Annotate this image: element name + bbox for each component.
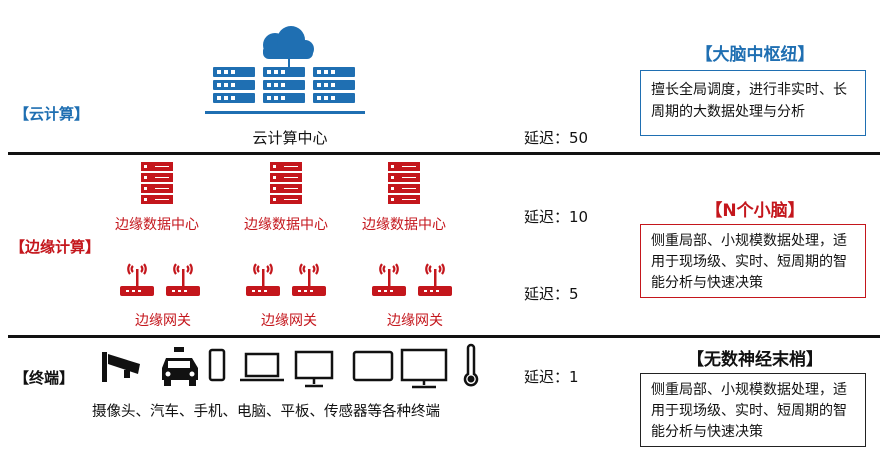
- tablet-icon: [352, 350, 394, 382]
- tier-divider-cloud-edge: [8, 152, 880, 155]
- edge-box-title: 【N个小脑】: [705, 201, 805, 221]
- edge-datacenter-label-2: 边缘数据中心: [244, 217, 328, 233]
- cloud-tier-label: 【云计算】: [14, 105, 90, 123]
- server-rack-icon: [388, 162, 420, 204]
- terminal-tier-label: 【终端】: [14, 369, 75, 387]
- cloud-datacenter-icon: [205, 26, 365, 114]
- edge-gateway-latency: 延迟：5: [524, 285, 579, 303]
- edge-datacenter-latency: 延迟：10: [524, 208, 589, 226]
- terminal-latency: 延迟：1: [524, 368, 579, 386]
- terminal-devices-label: 摄像头、汽车、手机、电脑、平板、传感器等各种终端: [92, 404, 440, 420]
- edge-gateway-label-3: 边缘网关: [387, 313, 443, 329]
- edge-datacenter-label-1: 边缘数据中心: [115, 217, 199, 233]
- edge-datacenter-label-3: 边缘数据中心: [362, 217, 446, 233]
- device-icons: [102, 343, 479, 389]
- desktop-icon: [400, 348, 448, 389]
- edge-description-text: 侧重局部、小规模数据处理，适用于现场级、实时、短周期的智能分析与快速决策: [651, 233, 847, 291]
- server-rack-icon: [141, 162, 173, 204]
- cloud-datacenter-label: 云计算中心: [252, 129, 328, 147]
- edge-tier-label: 【边缘计算】: [10, 238, 101, 256]
- phone-icon: [208, 348, 226, 382]
- cloud-description-box: 擅长全局调度，进行非实时、长周期的大数据处理与分析: [640, 70, 866, 136]
- cloud-latency: 延迟：50: [524, 129, 589, 147]
- tier-divider-edge-terminal: [8, 335, 880, 338]
- terminal-description-box: 侧重局部、小规模数据处理，适用于现场级、实时、短周期的智能分析与快速决策: [640, 373, 866, 447]
- wifi-router-icon: [246, 263, 326, 296]
- monitor-icon: [294, 350, 334, 388]
- laptop-icon: [240, 352, 284, 382]
- thermometer-icon: [463, 343, 479, 387]
- cloud-description-text: 擅长全局调度，进行非实时、长周期的大数据处理与分析: [651, 82, 847, 120]
- cloud-box-title: 【大脑中枢纽】: [695, 45, 815, 65]
- wifi-router-icon: [372, 263, 452, 296]
- edge-gateway-label-2: 边缘网关: [261, 313, 317, 329]
- terminal-description-text: 侧重局部、小规模数据处理，适用于现场级、实时、短周期的智能分析与快速决策: [651, 382, 847, 440]
- wifi-router-icon: [120, 263, 200, 296]
- edge-description-box: 侧重局部、小规模数据处理，适用于现场级、实时、短周期的智能分析与快速决策: [640, 224, 866, 298]
- terminal-box-title: 【无数神经末梢】: [687, 350, 823, 370]
- edge-gateway-label-1: 边缘网关: [135, 313, 191, 329]
- camera-icon: [102, 352, 140, 382]
- server-rack-icon: [270, 162, 302, 204]
